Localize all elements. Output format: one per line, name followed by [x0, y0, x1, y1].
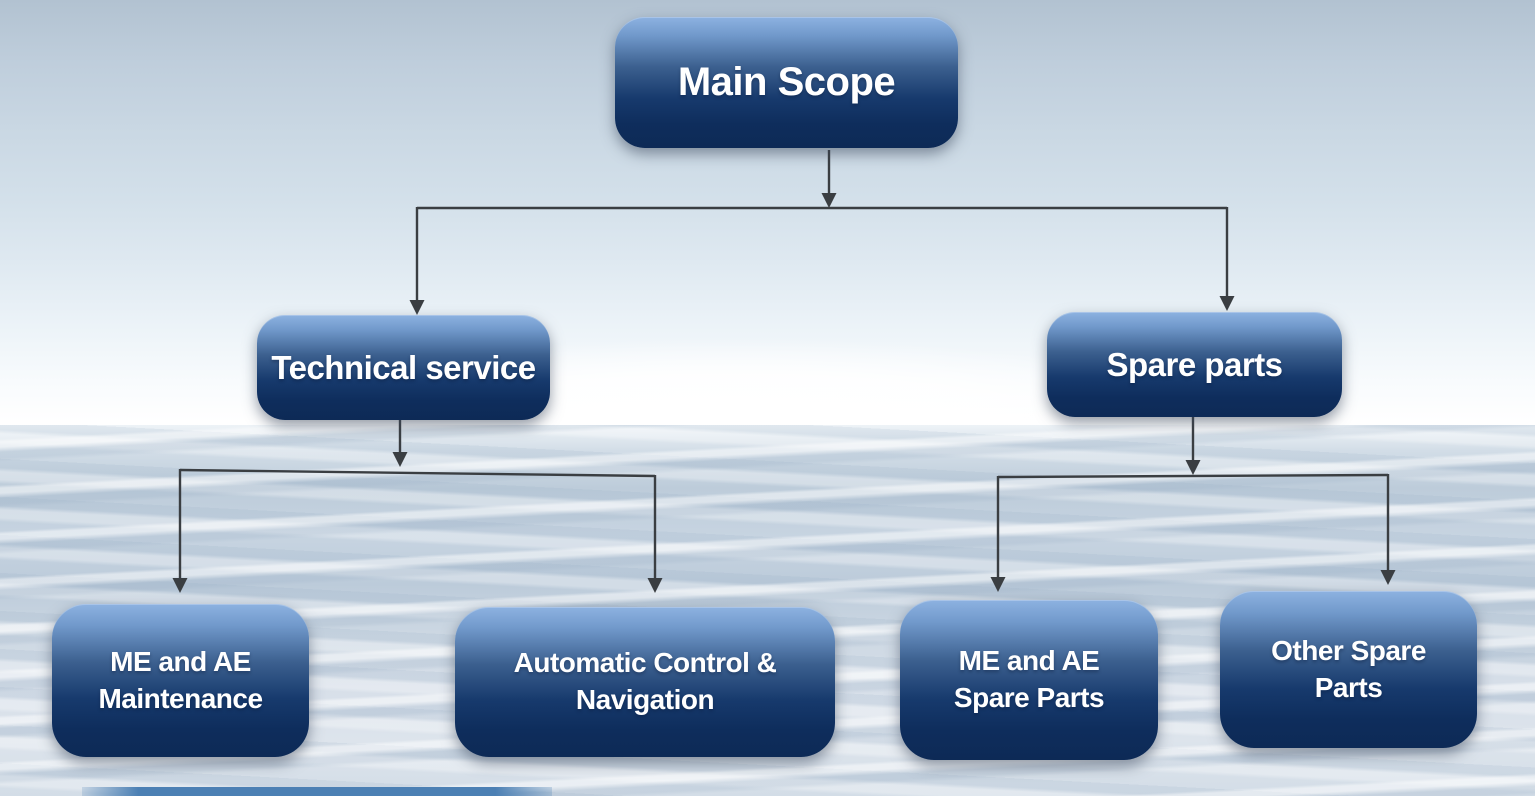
- node-automatic-control-navigation: Automatic Control & Navigation: [455, 607, 835, 757]
- arrowhead-technical-stem: [392, 452, 408, 467]
- arrowhead-root: [821, 193, 837, 208]
- node-me-ae-maintenance: ME and AE Maintenance: [52, 604, 309, 757]
- node-spare-parts-label: Spare parts: [1106, 345, 1283, 383]
- arrowhead-maintenance: [172, 578, 188, 593]
- arrowhead-other-spare: [1380, 570, 1396, 585]
- node-automatic-control-navigation-label: Automatic Control & Navigation: [513, 647, 777, 715]
- node-main-scope: Main Scope: [615, 17, 958, 148]
- arrowhead-spare-stem: [1185, 460, 1201, 475]
- node-me-ae-maintenance-label: ME and AE Maintenance: [98, 645, 263, 714]
- node-me-ae-spare-parts: ME and AE Spare Parts: [900, 600, 1158, 760]
- node-other-spare-parts-label: Other Spare Parts: [1271, 634, 1426, 703]
- sea-bottom-strip: [82, 787, 552, 796]
- connector-technical-horizontal: [179, 468, 656, 478]
- node-me-ae-spare-parts-label: ME and AE Spare Parts: [953, 645, 1105, 713]
- node-other-spare-parts: Other Spare Parts: [1220, 591, 1477, 748]
- node-main-scope-label: Main Scope: [677, 60, 896, 104]
- arrowhead-automatic: [647, 578, 663, 593]
- arrowhead-technical-service: [409, 300, 425, 315]
- node-spare-parts: Spare parts: [1047, 312, 1342, 417]
- arrowhead-spare-parts: [1219, 296, 1235, 311]
- arrowhead-me-ae-spare: [990, 577, 1006, 592]
- connector-spare-horizontal: [997, 473, 1389, 479]
- node-technical-service: Technical service: [257, 315, 550, 420]
- node-technical-service-label: Technical service: [271, 348, 536, 386]
